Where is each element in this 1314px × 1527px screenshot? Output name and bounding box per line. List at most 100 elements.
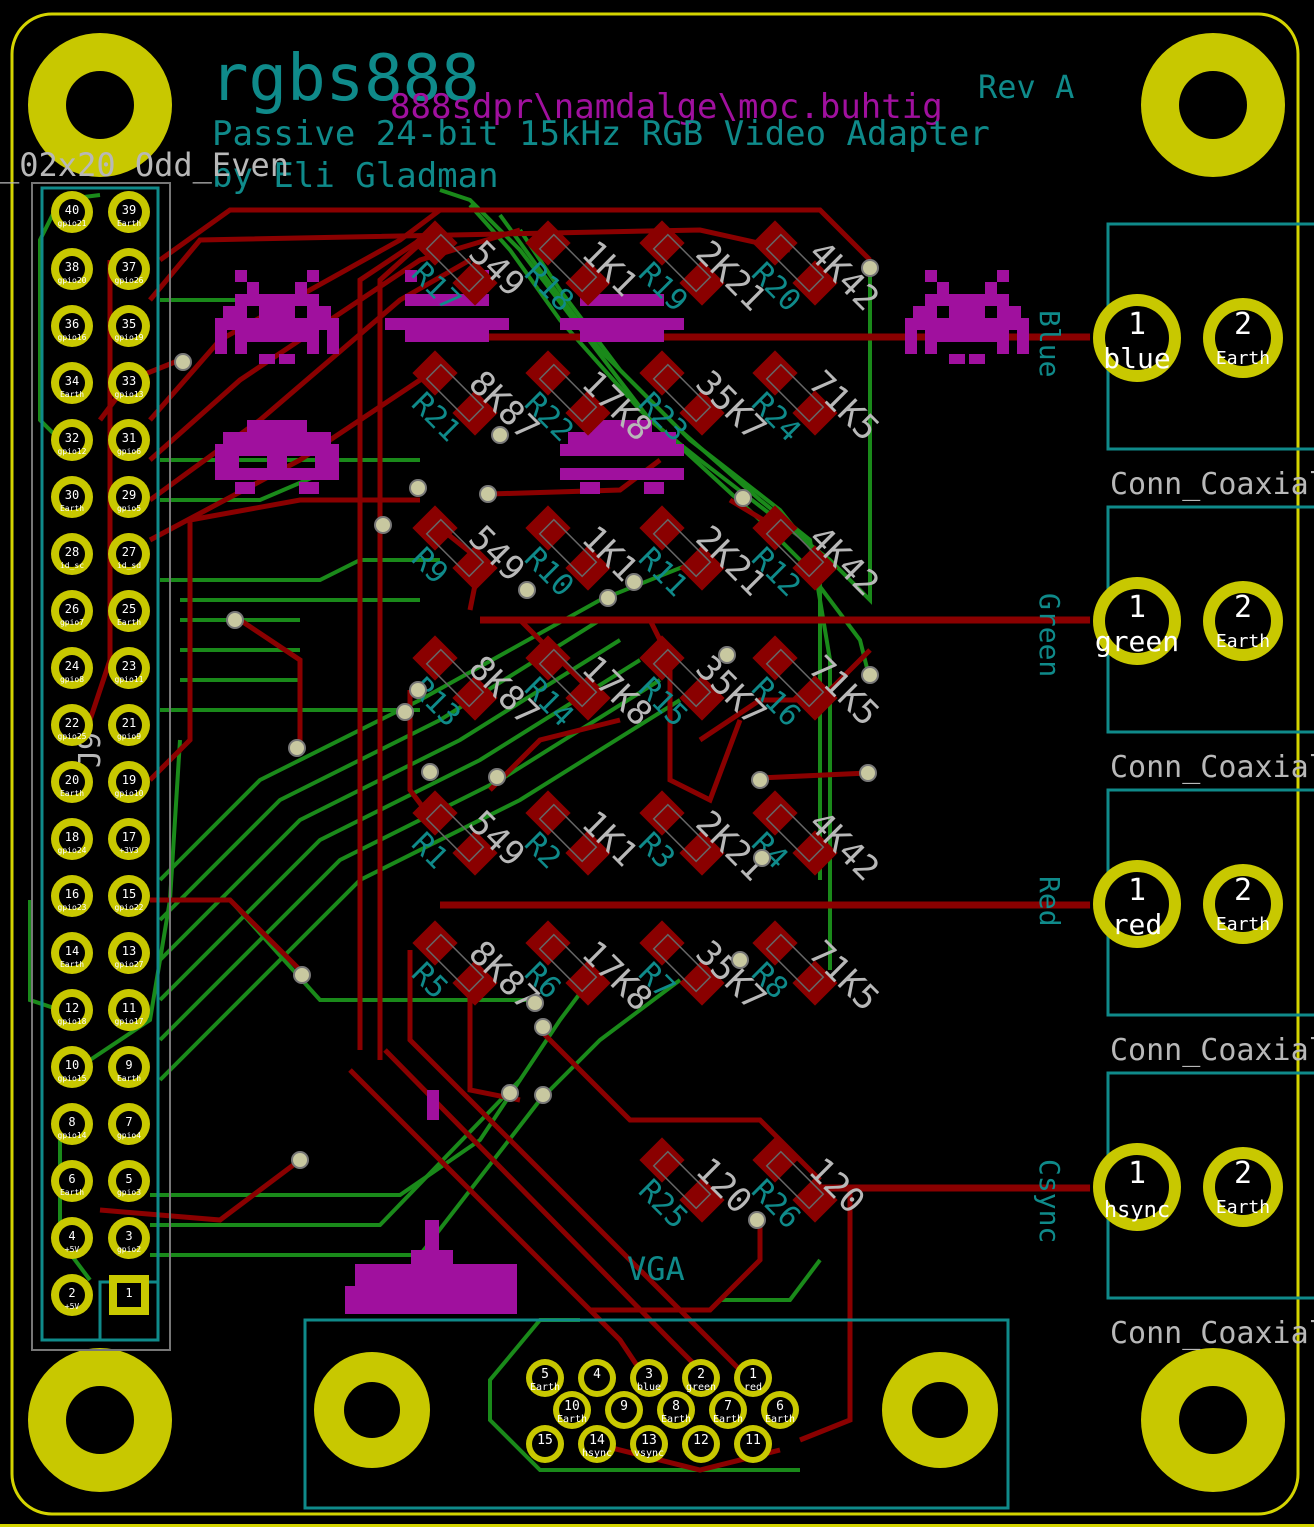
coax-pin1-net: green (1095, 625, 1179, 658)
board-subtitle: Passive 24-bit 15kHz RGB Video Adapter (212, 114, 990, 154)
via (518, 581, 536, 599)
vga-pin-net: blue (637, 1382, 661, 1393)
coax-pin2-net: Earth (1216, 631, 1270, 652)
via (731, 951, 749, 969)
header-pin-net: +5V (65, 1302, 80, 1311)
header-pin-number: 30 (65, 488, 79, 502)
via (861, 259, 879, 277)
header-pin-number: 21 (122, 716, 136, 730)
header-pin-number: 14 (65, 944, 79, 958)
coax-channel-label: Csync (1033, 1159, 1066, 1243)
via (396, 703, 414, 721)
via (534, 1018, 552, 1036)
vga-pin-net: Earth (530, 1382, 560, 1393)
header-pin-net: gpio8 (60, 675, 84, 684)
header-pin-number: 6 (68, 1172, 75, 1186)
header-pin-number: 3 (125, 1229, 132, 1243)
header-pin-net: Earth (117, 618, 141, 627)
coax-ref-label: Conn_Coaxial (1110, 1033, 1314, 1068)
header-pin: 3 gpio2 (108, 1217, 150, 1259)
via (479, 485, 497, 503)
vga-pin-number: 14 (589, 1433, 605, 1448)
header-pin-net: gpio12 (58, 447, 87, 456)
vga-pin-net: vsync (634, 1448, 664, 1459)
coax-pin1-number: 1 (1128, 307, 1146, 342)
coax-pin2-number: 2 (1234, 590, 1252, 625)
via (501, 1084, 519, 1102)
via (599, 589, 617, 607)
vga-pin: 15 (526, 1425, 564, 1463)
header-pin-number: 37 (122, 260, 136, 274)
header-pin-net: gpio5 (117, 504, 141, 513)
resistor-ref: R3 (631, 826, 681, 876)
vga-pin: 4 (578, 1359, 616, 1397)
header-pin-net: Earth (60, 789, 84, 798)
vga-label: VGA (627, 1250, 685, 1288)
header-pin-number: 20 (65, 773, 79, 787)
vga-outline (303, 1318, 1010, 1510)
via (174, 353, 192, 371)
header-pin-net: gpio27 (115, 960, 144, 969)
coax-pin1-number: 1 (1128, 1156, 1146, 1191)
header-pin-net: +5V (65, 1245, 80, 1254)
resistor-ref: R2 (517, 826, 567, 876)
vga-pin-net: hsync (582, 1448, 612, 1459)
header-pin-number: 4 (68, 1229, 75, 1243)
board-edge-bottom (0, 1524, 1314, 1527)
header-pin-net: gpio17 (115, 1017, 144, 1026)
vga-pin-number: 15 (537, 1433, 553, 1448)
header-pin-number: 9 (125, 1058, 132, 1072)
via (859, 764, 877, 782)
header-pin-net: gpio22 (115, 903, 144, 912)
resistor-ref: R21 (404, 386, 467, 449)
header-pin-net: gpio6 (117, 447, 141, 456)
header-pin-net: gpio25 (58, 732, 87, 741)
header-pin-net: gpio2 (117, 1245, 141, 1254)
header-pin-number: 28 (65, 545, 79, 559)
vga-pin-number: 10 (564, 1399, 580, 1414)
header-pin-number: 8 (68, 1115, 75, 1129)
header-pin-net: gpio20 (58, 276, 87, 285)
mounting-hole-bottom-right (1141, 1348, 1285, 1492)
header-pin-net: Earth (117, 219, 141, 228)
header-pin-number: 13 (122, 944, 136, 958)
header-pin-number: 29 (122, 488, 136, 502)
vga-pin: 9 (605, 1391, 643, 1429)
board-title: rgbs888 (210, 42, 480, 116)
resistor-ref: R9 (404, 541, 454, 591)
vga-pin-number: 3 (645, 1367, 653, 1382)
via (734, 489, 752, 507)
header-pin-net: gpio21 (58, 219, 87, 228)
vga-pin-number: 11 (745, 1433, 761, 1448)
header-pin-net: id_sc (60, 561, 84, 570)
header-pin-net: gpio26 (115, 276, 144, 285)
